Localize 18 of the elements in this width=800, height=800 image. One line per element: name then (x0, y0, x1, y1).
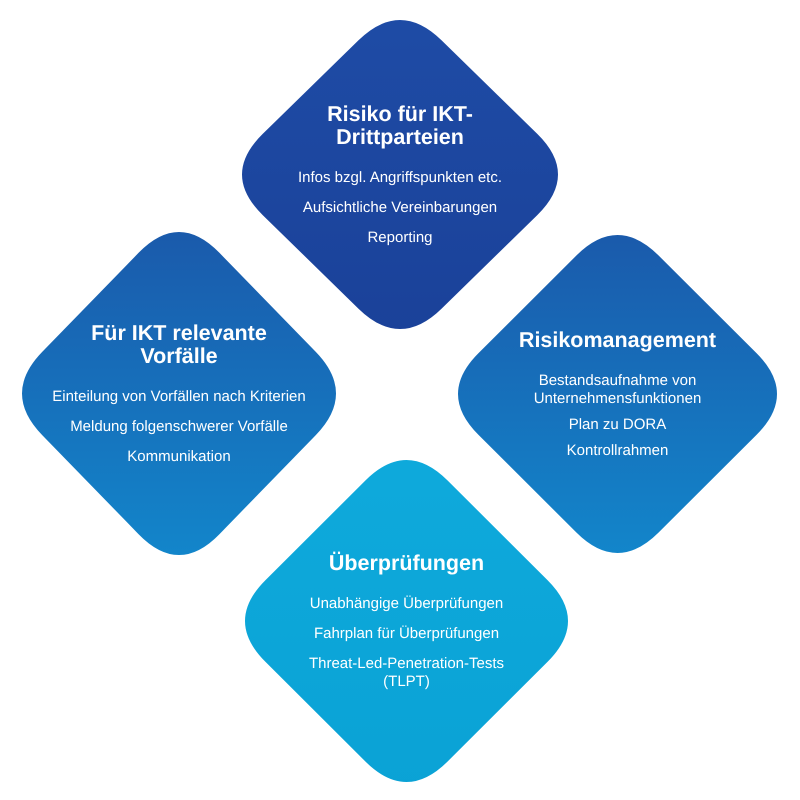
item-text: Plan zu DORA (568, 416, 666, 434)
panel-heading: Überprüfungen (328, 552, 484, 574)
item-text: Aufsichtliche Vereinbarungen (302, 198, 498, 216)
item-text: Kommunikation (127, 448, 231, 466)
item-text: Infos bzgl. Angriffspunkten etc. (298, 168, 502, 186)
item-text: Fahrplan für Überprüfungen (314, 624, 500, 642)
item-text: Bestandsaufnahme von Unternehmensfunktionen (532, 372, 702, 408)
panel-heading: Risiko für IKT-Drittparteien (326, 102, 474, 148)
diamond-panel (245, 460, 568, 782)
diamond-panel (458, 235, 777, 553)
panel-heading: Risikomanagement (518, 328, 716, 352)
item-text: Unabhängige Überprüfungen (310, 594, 504, 612)
item-text: Kontrollrahmen (566, 442, 668, 460)
item-text: Einteilung von Vorfällen nach Kriterien (52, 388, 306, 406)
item-text: Reporting (367, 228, 433, 246)
item-text: Meldung folgenschwerer Vorfälle (70, 418, 288, 436)
item-text: Threat-Led-Penetration-Tests (TLPT) (308, 654, 506, 690)
panel-heading: Für IKT relevante Vorfälle (90, 322, 268, 368)
